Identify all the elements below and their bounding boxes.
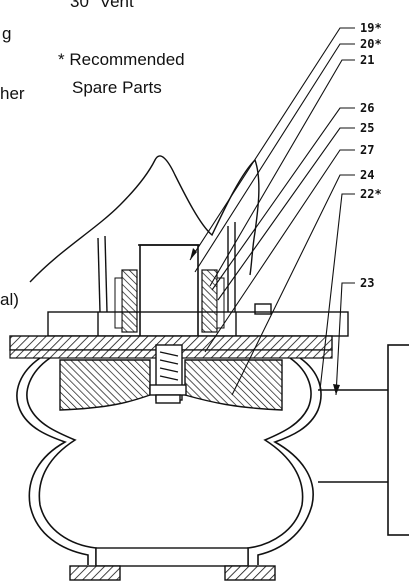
arrow-19 xyxy=(190,248,197,260)
side-vessel xyxy=(318,344,409,536)
lower-block-right xyxy=(184,359,283,411)
arrow-23 xyxy=(333,384,340,395)
callout-20: 20* xyxy=(360,37,382,51)
lower-block-left xyxy=(59,359,151,411)
left-fragment-al: al) xyxy=(0,290,19,309)
callout-26: 26 xyxy=(360,101,375,115)
callout-27: 27 xyxy=(360,143,375,157)
spare-parts-note-line1: * Recommended xyxy=(58,50,185,69)
left-fragment-g: g xyxy=(2,24,12,43)
upper-sleeve xyxy=(29,155,260,313)
callout-25: 25 xyxy=(360,121,375,135)
spare-parts-note-line2: Spare Parts xyxy=(72,78,162,97)
leader-lines xyxy=(189,27,355,396)
callout-24: 24 xyxy=(360,168,375,182)
packing-left xyxy=(121,269,138,333)
top-vent-label: 30" Vent xyxy=(70,0,134,11)
callout-23: 23 xyxy=(360,276,375,290)
tank-body xyxy=(16,357,322,565)
packing-right xyxy=(201,269,218,333)
inner-ring-right xyxy=(216,277,225,329)
callout-19: 19* xyxy=(360,21,382,35)
bottom-outlet xyxy=(69,547,276,581)
callout-21: 21 xyxy=(360,53,375,67)
callout-22: 22* xyxy=(360,187,382,201)
spring-bolt xyxy=(149,344,187,404)
left-fragment-her: her xyxy=(0,84,25,103)
central-shaft xyxy=(138,244,200,341)
inner-ring-left xyxy=(114,277,123,329)
